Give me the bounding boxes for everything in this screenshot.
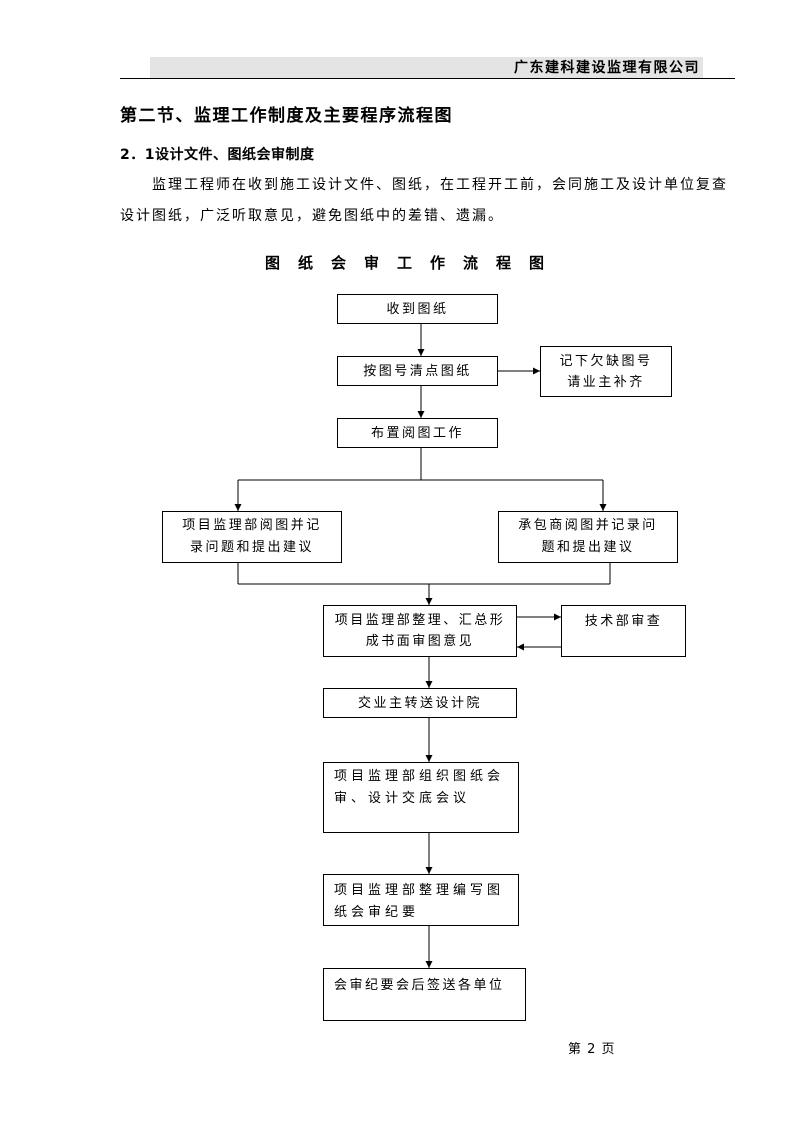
flow-step-write-minutes: 项目监理部整理编写图 纸会审纪要 [323, 874, 519, 926]
flow-step-text: 审、设计交底会议 [334, 791, 471, 806]
flow-step-compile-opinions: 项目监理部整理、汇总形 成书面审图意见 [323, 605, 517, 657]
flow-step-text: 项目监理部阅图并记 [182, 518, 322, 533]
flow-step-technical-review: 技术部审查 [561, 605, 686, 657]
flow-step-supervisor-review: 项目监理部阅图并记 录问题和提出建议 [162, 511, 342, 563]
flow-step-record-missing: 记下欠缺图号 请业主补齐 [540, 346, 672, 397]
subsection-title: 2．1设计文件、图纸会审制度 [120, 147, 315, 163]
paragraph-line: 监理工程师在收到施工设计文件、图纸，在工程开工前，会同施工及设计单位复查 [152, 177, 728, 193]
flow-step-send-to-design-institute: 交业主转送设计院 [323, 688, 517, 718]
flow-step-review-meeting: 项目监理部组织图纸会 审、设计交底会议 [323, 762, 519, 833]
flow-step-text: 会审纪要会后签送各单位 [334, 978, 505, 993]
flow-step-text: 交业主转送设计院 [357, 695, 482, 711]
flow-step-contractor-review: 承包商阅图并记录问 题和提出建议 [498, 511, 678, 563]
flow-step-text: 承包商阅图并记录问 [518, 518, 658, 533]
flow-step-text: 题和提出建议 [541, 540, 635, 555]
flow-step-receive-drawings: 收到图纸 [337, 294, 498, 324]
header-band: 广东建科建设监理有限公司 [150, 57, 703, 78]
flow-step-text: 记下欠缺图号 [559, 353, 653, 369]
flow-step-text: 技术部审查 [584, 614, 663, 629]
section-title: 第二节、监理工作制度及主要程序流程图 [120, 106, 453, 126]
flow-step-text: 成书面审图意见 [365, 634, 475, 649]
flow-step-text: 项目监理部组织图纸会 [334, 769, 505, 784]
flow-step-arrange-review: 布置阅图工作 [337, 418, 498, 448]
flow-step-text: 纸会审纪要 [334, 905, 420, 920]
flow-step-text: 项目监理部整理编写图 [334, 883, 505, 898]
flowchart-title: 图纸会审工作流程图 [265, 254, 563, 272]
flow-step-text: 录问题和提出建议 [189, 540, 314, 555]
flow-step-count-drawings: 按图号清点图纸 [337, 356, 498, 386]
flow-step-text: 请业主补齐 [567, 374, 645, 390]
paragraph-line: 设计图纸，广泛听取意见，避免图纸中的差错、遗漏。 [120, 208, 504, 224]
company-name: 广东建科建设监理有限公司 [514, 60, 700, 76]
flow-step-text: 项目监理部整理、汇总形 [334, 613, 506, 628]
header-rule [120, 78, 735, 79]
flow-step-text: 按图号清点图纸 [363, 363, 472, 379]
flow-step-text: 收到图纸 [386, 301, 449, 317]
page-number: 第 2 页 [568, 1042, 616, 1057]
flow-step-text: 布置阅图工作 [370, 425, 464, 441]
flow-step-distribute-minutes: 会审纪要会后签送各单位 [323, 968, 526, 1021]
